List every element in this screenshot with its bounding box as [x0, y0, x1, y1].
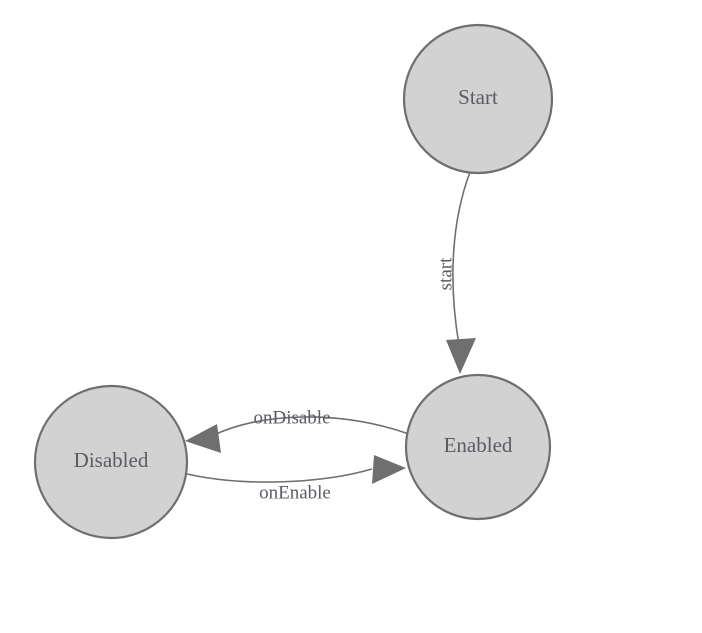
state-node-start-label: Start: [458, 85, 498, 109]
edge-label-start: start: [435, 257, 456, 290]
edge-start-to-enabled[interactable]: start: [435, 171, 476, 374]
state-node-enabled-label: Enabled: [444, 433, 513, 457]
state-node-start[interactable]: Start: [402, 23, 554, 175]
edge-enabled-to-disabled-path: [211, 416, 410, 437]
state-node-enabled-circle: [404, 373, 552, 521]
edge-disabled-to-enabled-path: [182, 468, 373, 483]
state-node-enabled[interactable]: Enabled: [404, 373, 552, 521]
edge-start-to-enabled-path: [452, 171, 471, 346]
edge-start-to-enabled-arrowhead: [446, 338, 476, 374]
edge-enabled-to-disabled-arrowhead: [185, 424, 221, 453]
state-node-disabled[interactable]: Disabled: [33, 384, 189, 540]
state-node-disabled-circle: [33, 384, 189, 540]
edge-enabled-to-disabled[interactable]: onDisable: [185, 407, 410, 453]
edge-disabled-to-enabled-arrowhead: [372, 455, 406, 484]
state-node-disabled-label: Disabled: [74, 448, 149, 472]
state-node-start-circle: [402, 23, 554, 175]
edge-label-on-enable: onEnable: [259, 482, 331, 503]
edge-label-on-disable: onDisable: [253, 407, 330, 428]
edge-disabled-to-enabled[interactable]: onEnable: [182, 455, 406, 503]
